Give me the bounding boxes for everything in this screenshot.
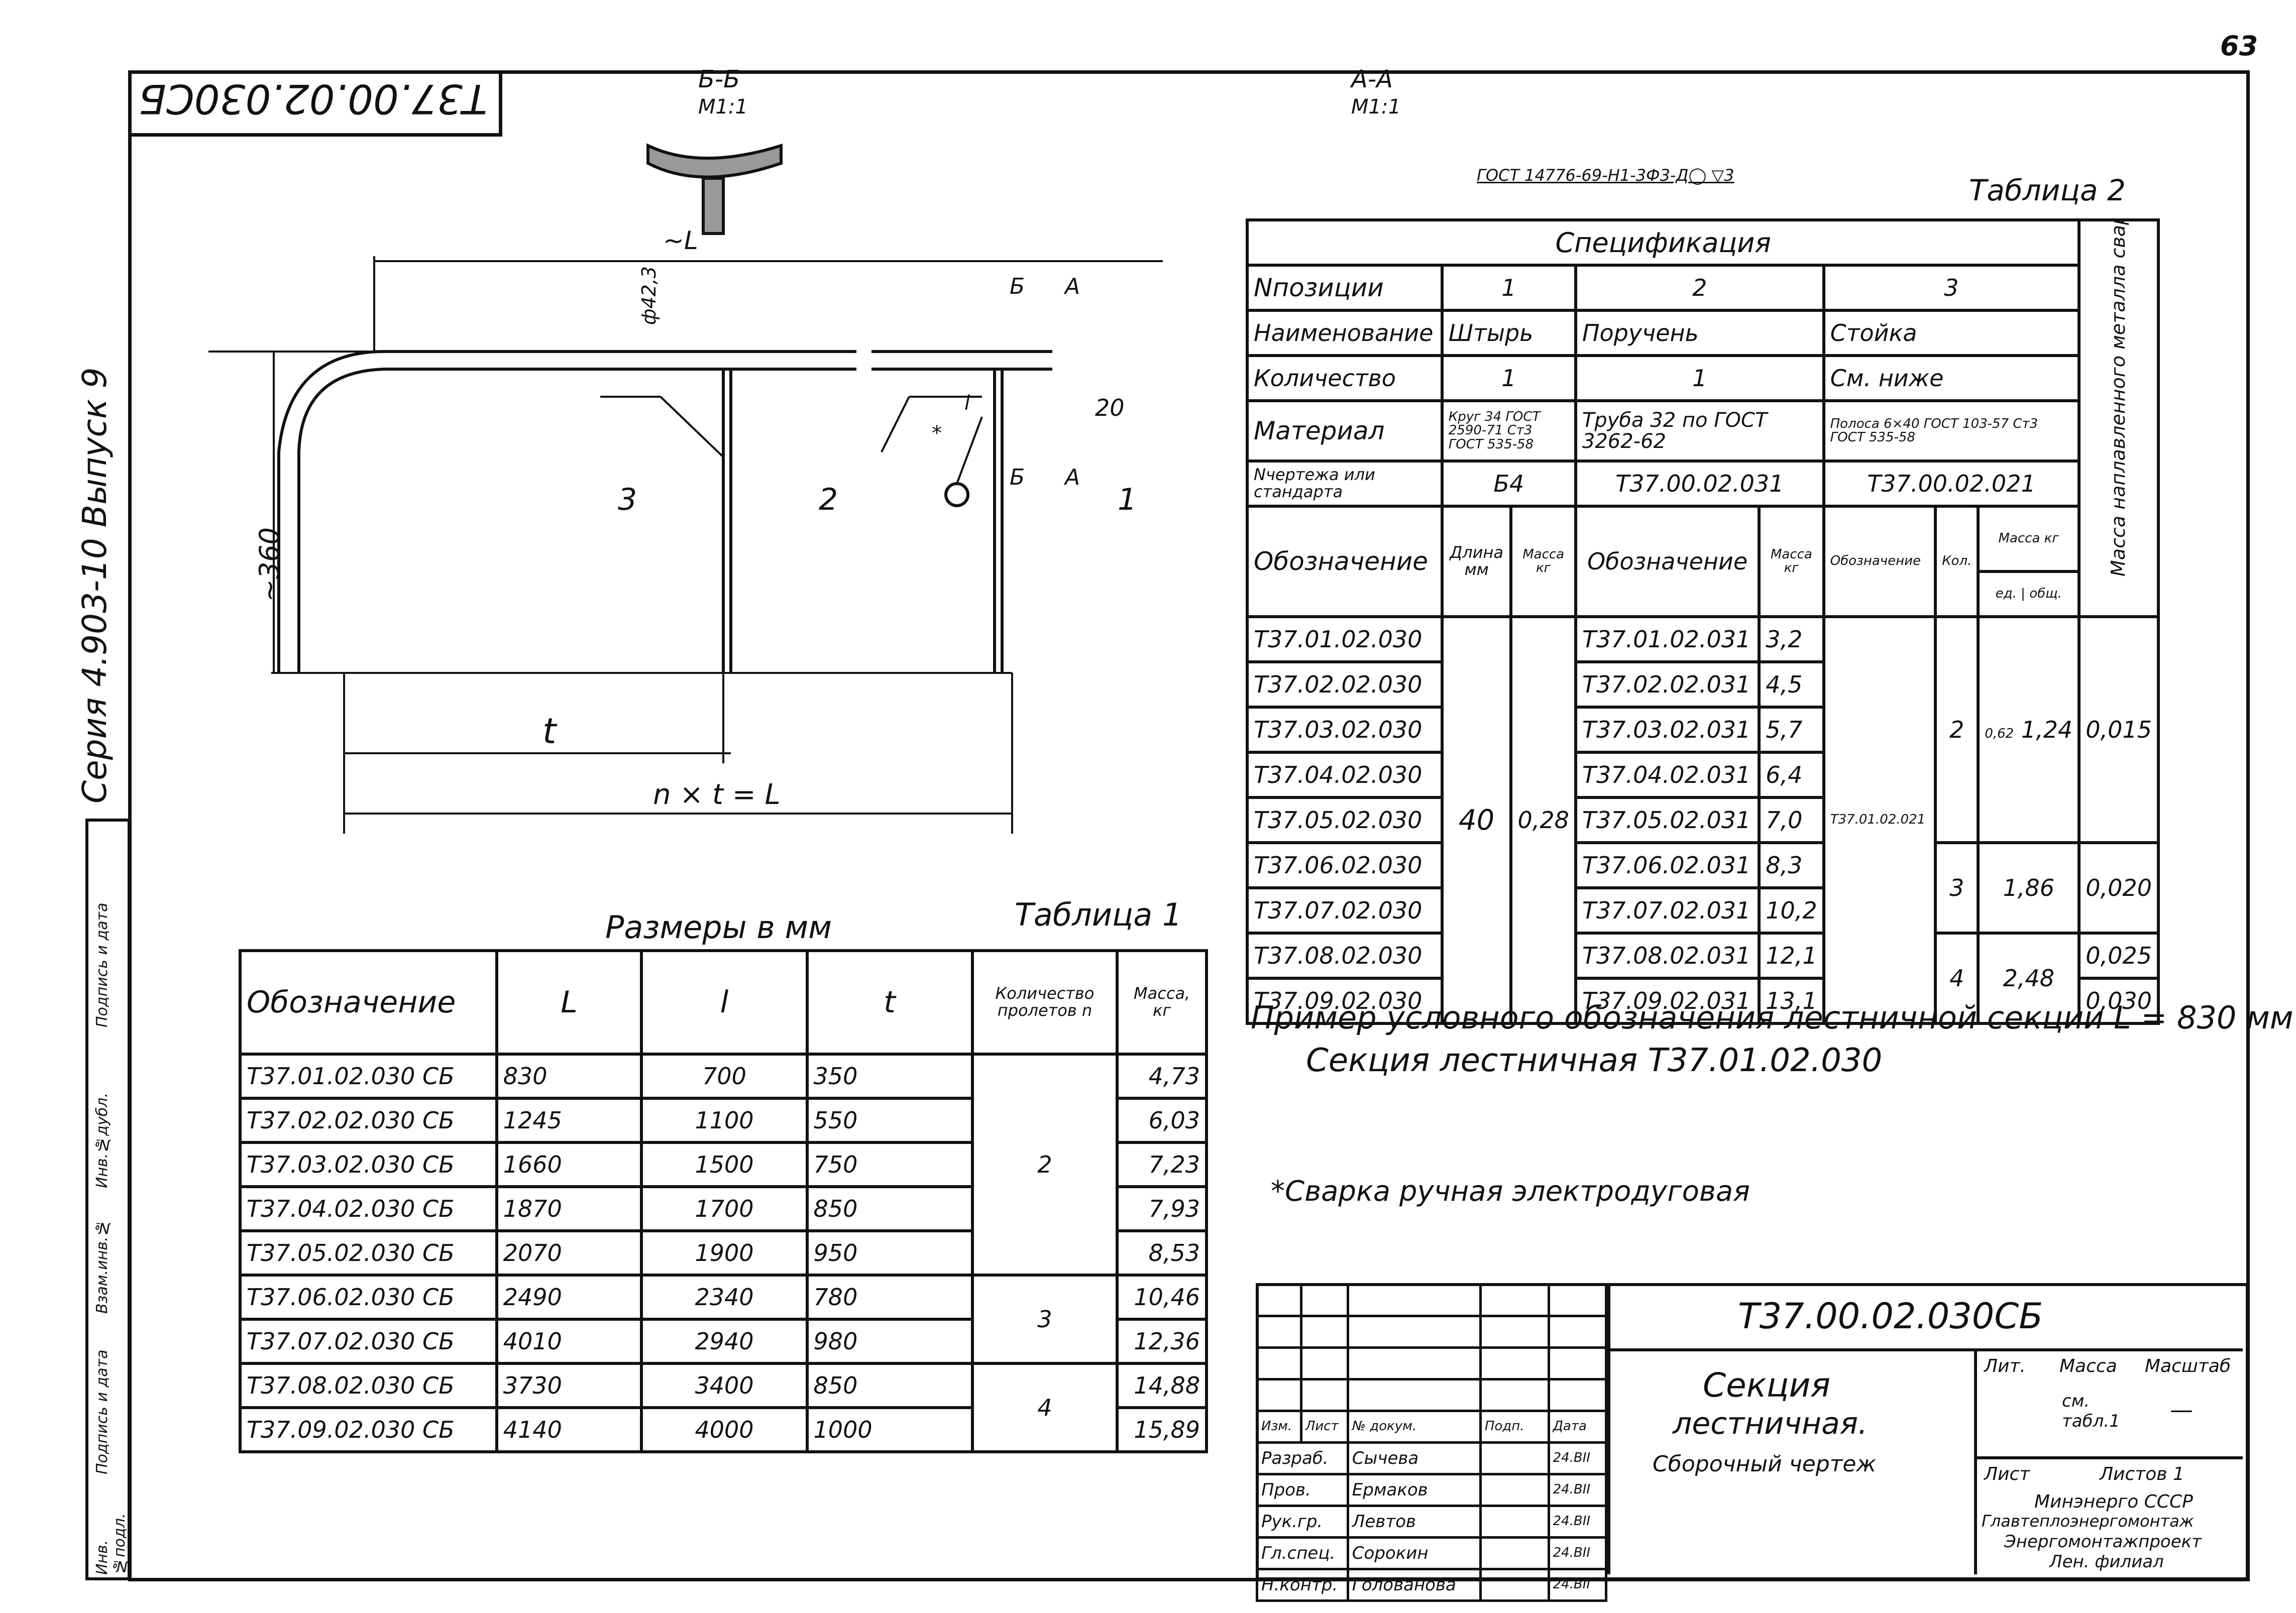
weld-symbol: [944, 482, 969, 507]
t1-h-n: Количество пролетов n: [970, 949, 1119, 1056]
t2-lbl-qty: Количество: [1246, 354, 1444, 402]
t1-h-code: Обозначение: [239, 949, 498, 1056]
assembly-drawing: [208, 143, 1163, 834]
left-strip: Инв.№подл. Подпись и дата Взам.инв.№ Инв…: [85, 819, 131, 1580]
pos-2: 2: [819, 482, 838, 517]
title-doc-code: Т37.00.02.030СБ: [1738, 1296, 2043, 1337]
strip-cell-3: Взам.инв.№: [93, 1219, 111, 1314]
table2-row: Т37.09.02.030 Т37.09.02.031 13,1 0,030: [1246, 977, 2160, 1025]
section-aa-title: А-А: [1351, 65, 1393, 93]
dim-20: 20: [1095, 394, 1125, 421]
title-block-sign-table: Изм. Лист № докум. Подп. Дата Разраб.Сыч…: [1256, 1283, 1608, 1602]
tb-org-4: Лен. филиал: [2049, 1552, 2164, 1572]
tb-org-3: Энергомонтажпроект: [2004, 1532, 2202, 1552]
t1-n-group-3: 3: [970, 1274, 1119, 1365]
table1-caption: Размеры в мм: [605, 909, 832, 946]
cut-b-top: Б: [1010, 274, 1025, 299]
table1-row: Т37.08.02.030 СБ 3730 3400 850 4 14,88: [239, 1362, 1208, 1453]
pos-1: 1: [1118, 482, 1137, 517]
handrail-bend: [277, 350, 385, 673]
strip-cell-1: Инв.№подл.: [93, 1513, 129, 1575]
dim-diameter: ф42,3: [638, 266, 660, 325]
table1-row: Т37.01.02.030 СБ 830 700 350 2 4,73: [239, 1053, 1208, 1277]
strip-cell-5: Подпись и дата: [93, 902, 111, 1028]
tb-scale: Масштаб: [2145, 1356, 2231, 1376]
table1-row: Т37.06.02.030 СБ 2490 2340 780 3 10,46: [239, 1274, 1208, 1365]
t2-lbl-name: Наименование: [1246, 309, 1444, 357]
section-bb-scale: М1:1: [698, 95, 748, 119]
tb-mass-value: см. табл.1: [2062, 1391, 2120, 1431]
section-aa-scale: М1:1: [1351, 95, 1401, 119]
t2-lbl-standard: Nчертежа или стандарта: [1246, 459, 1444, 508]
cut-a-bottom: А: [1065, 465, 1080, 490]
tb-mass: Масса: [2059, 1356, 2117, 1376]
dim-L: ~L: [663, 226, 698, 255]
weld-note: ГОСТ 14776-69-Н1-3Ф3-Д◯ ▽3: [1477, 166, 1734, 185]
table1-row: Т37.04.02.030 СБ 1870 1700 850 7,93: [239, 1185, 1208, 1232]
dim-nt: n × t = L: [653, 778, 781, 811]
weld-note-text: *Сварка ручная электродуговая: [1271, 1175, 1750, 1208]
dim-height: ~360: [254, 527, 285, 602]
strip-cell-4: Инв.№дубл.: [93, 1093, 111, 1188]
cut-a-top: А: [1065, 274, 1080, 299]
title-name-3: Сборочный чертеж: [1653, 1451, 1877, 1477]
weld-asterisk: *: [932, 422, 942, 445]
title-name-2: лестничная.: [1673, 1406, 1868, 1441]
table1-row: Т37.07.02.030 СБ 4010 2940 980 12,36: [239, 1318, 1208, 1365]
pos-3: 3: [618, 482, 637, 517]
table1-row: Т37.03.02.030 СБ 1660 1500 750 7,23: [239, 1141, 1208, 1188]
t2-title: Спецификация: [1245, 218, 2081, 267]
cut-b-bottom: Б: [1010, 465, 1025, 490]
t2-lbl-pos: Nпозиции: [1246, 264, 1444, 312]
table2-spec: Спецификация Масса наплавленного металла…: [1245, 218, 2160, 1025]
table1-row: Т37.05.02.030 СБ 2070 1900 950 8,53: [239, 1229, 1208, 1277]
t1-h-t: t: [805, 949, 974, 1056]
t1-h-l: l: [640, 949, 809, 1056]
table1-row: Т37.02.02.030 СБ 1245 1100 550 6,03: [239, 1097, 1208, 1144]
handrail: [384, 350, 1052, 371]
tb-scale-value: —: [2170, 1396, 2193, 1423]
t1-n-group-4: 4: [970, 1362, 1119, 1453]
dim-l-label: l: [964, 392, 970, 415]
tb-org-1: Минэнерго СССР: [2034, 1491, 2193, 1512]
dim-t: t: [542, 711, 557, 752]
page-number: 63: [2220, 30, 2258, 62]
table1: Обозначение L l t Количество пролетов n …: [239, 949, 1208, 1453]
table2-name: Таблица 2: [1969, 173, 2126, 207]
section-bb-title: Б-Б: [698, 65, 740, 93]
section-bb-bar: [702, 177, 725, 235]
t1-h-mass: Масса, кг: [1116, 949, 1208, 1056]
table2-row: Т37.01.02.030 40 0,28 Т37.01.02.031 3,2 …: [1246, 615, 2160, 1025]
tb-sheet: Лист: [1984, 1464, 2030, 1484]
tb-sheets: Листов 1: [2100, 1464, 2184, 1484]
t1-n-group-2: 2: [970, 1053, 1119, 1277]
t2-weld-header: Масса наплавленного металла сварных швов…: [2107, 220, 2130, 577]
series-label: Серия 4.903-10 Выпуск 9: [75, 367, 114, 803]
title-name-1: Секция: [1703, 1366, 1831, 1405]
section-bb-profile: [646, 143, 783, 179]
t2-lbl-designation: Обозначение: [1246, 505, 1444, 618]
example-note: Пример условного обозначения лестничной …: [1251, 999, 2293, 1036]
t1-h-L: L: [495, 949, 643, 1056]
table2-row: Т37.06.02.030 Т37.06.02.031 8,3 3 1,86 0…: [1246, 841, 2160, 935]
table2-row: Т37.08.02.030 Т37.08.02.031 12,1 4 2,48 …: [1246, 932, 2160, 1025]
table1-name: Таблица 1: [1015, 896, 1182, 933]
tb-lit: Лит.: [1984, 1356, 2026, 1376]
corner-stamp: [130, 70, 502, 137]
tb-org-2: Главтеплоэнергомонтаж: [1982, 1512, 2194, 1531]
table1-row: Т37.09.02.030 СБ 4140 4000 1000 15,89: [239, 1406, 1208, 1453]
example-note-2: Секция лестничная Т37.01.02.030: [1306, 1042, 1883, 1079]
t2-lbl-material: Материал: [1246, 399, 1444, 463]
strip-cell-2: Подпись и дата: [93, 1349, 111, 1475]
